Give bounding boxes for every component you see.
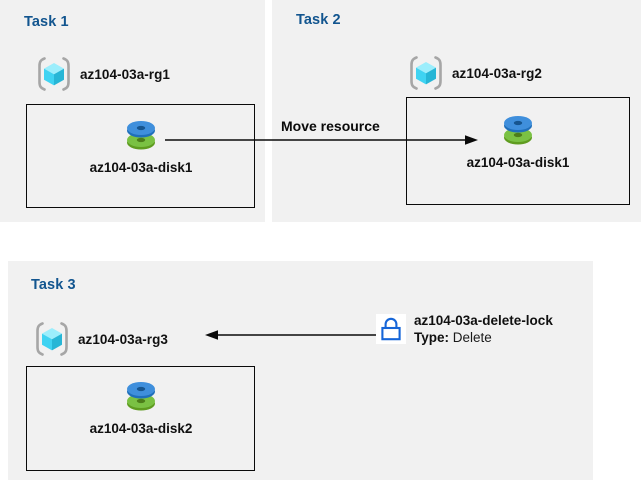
- resource-group-boundary-task1: [26, 104, 255, 208]
- connector-arrow-delete-lock: [205, 330, 377, 340]
- resource-group-cube-icon: [407, 54, 445, 92]
- lock-icon: [376, 314, 406, 344]
- resource-group-boundary-task2: [406, 97, 630, 205]
- resource-group-boundary-task3: [26, 366, 255, 471]
- connector-arrow-move-resource: [165, 135, 478, 145]
- delete-lock-name: az104-03a-delete-lock: [414, 313, 553, 328]
- resource-disk-task3: az104-03a-disk2: [76, 374, 206, 436]
- task-title-task2: Task 2: [296, 12, 341, 28]
- resource-group-cube-icon: [33, 320, 71, 358]
- managed-disk-icon: [127, 382, 155, 411]
- resource-disk-label-task3: az104-03a-disk2: [89, 421, 193, 436]
- delete-lock-type-value: Delete: [452, 329, 492, 345]
- connector-label-move-resource: Move resource: [281, 118, 380, 134]
- resource-group-label-task1: az104-03a-rg1: [80, 66, 170, 82]
- delete-lock-text: az104-03a-delete-lock Type: Delete: [414, 313, 553, 347]
- resource-group-task2: az104-03a-rg2: [407, 54, 542, 92]
- resource-disk-task1: az104-03a-disk1: [76, 113, 206, 175]
- resource-group-task3: az104-03a-rg3: [33, 320, 168, 358]
- task-panel-task1: [0, 0, 265, 222]
- resource-disk-label-task1: az104-03a-disk1: [89, 160, 193, 175]
- delete-lock-type-key: Type:: [414, 329, 450, 345]
- task-title-task1: Task 1: [24, 14, 69, 30]
- resource-disk-label-task2: az104-03a-disk1: [466, 155, 570, 170]
- resource-disk-task2: az104-03a-disk1: [450, 108, 586, 170]
- task-panel-task3: [8, 261, 593, 480]
- task-panel-task2: [272, 0, 641, 222]
- resource-group-cube-icon: [35, 55, 73, 93]
- managed-disk-icon: [504, 116, 532, 145]
- resource-group-label-task3: az104-03a-rg3: [78, 331, 168, 347]
- task-title-task3: Task 3: [31, 277, 76, 293]
- delete-lock-type-row: Type: Delete: [414, 330, 553, 347]
- delete-lock-block: az104-03a-delete-lock Type: Delete: [376, 313, 553, 347]
- resource-group-task1: az104-03a-rg1: [35, 55, 170, 93]
- managed-disk-icon: [127, 121, 155, 150]
- resource-group-label-task2: az104-03a-rg2: [452, 65, 542, 81]
